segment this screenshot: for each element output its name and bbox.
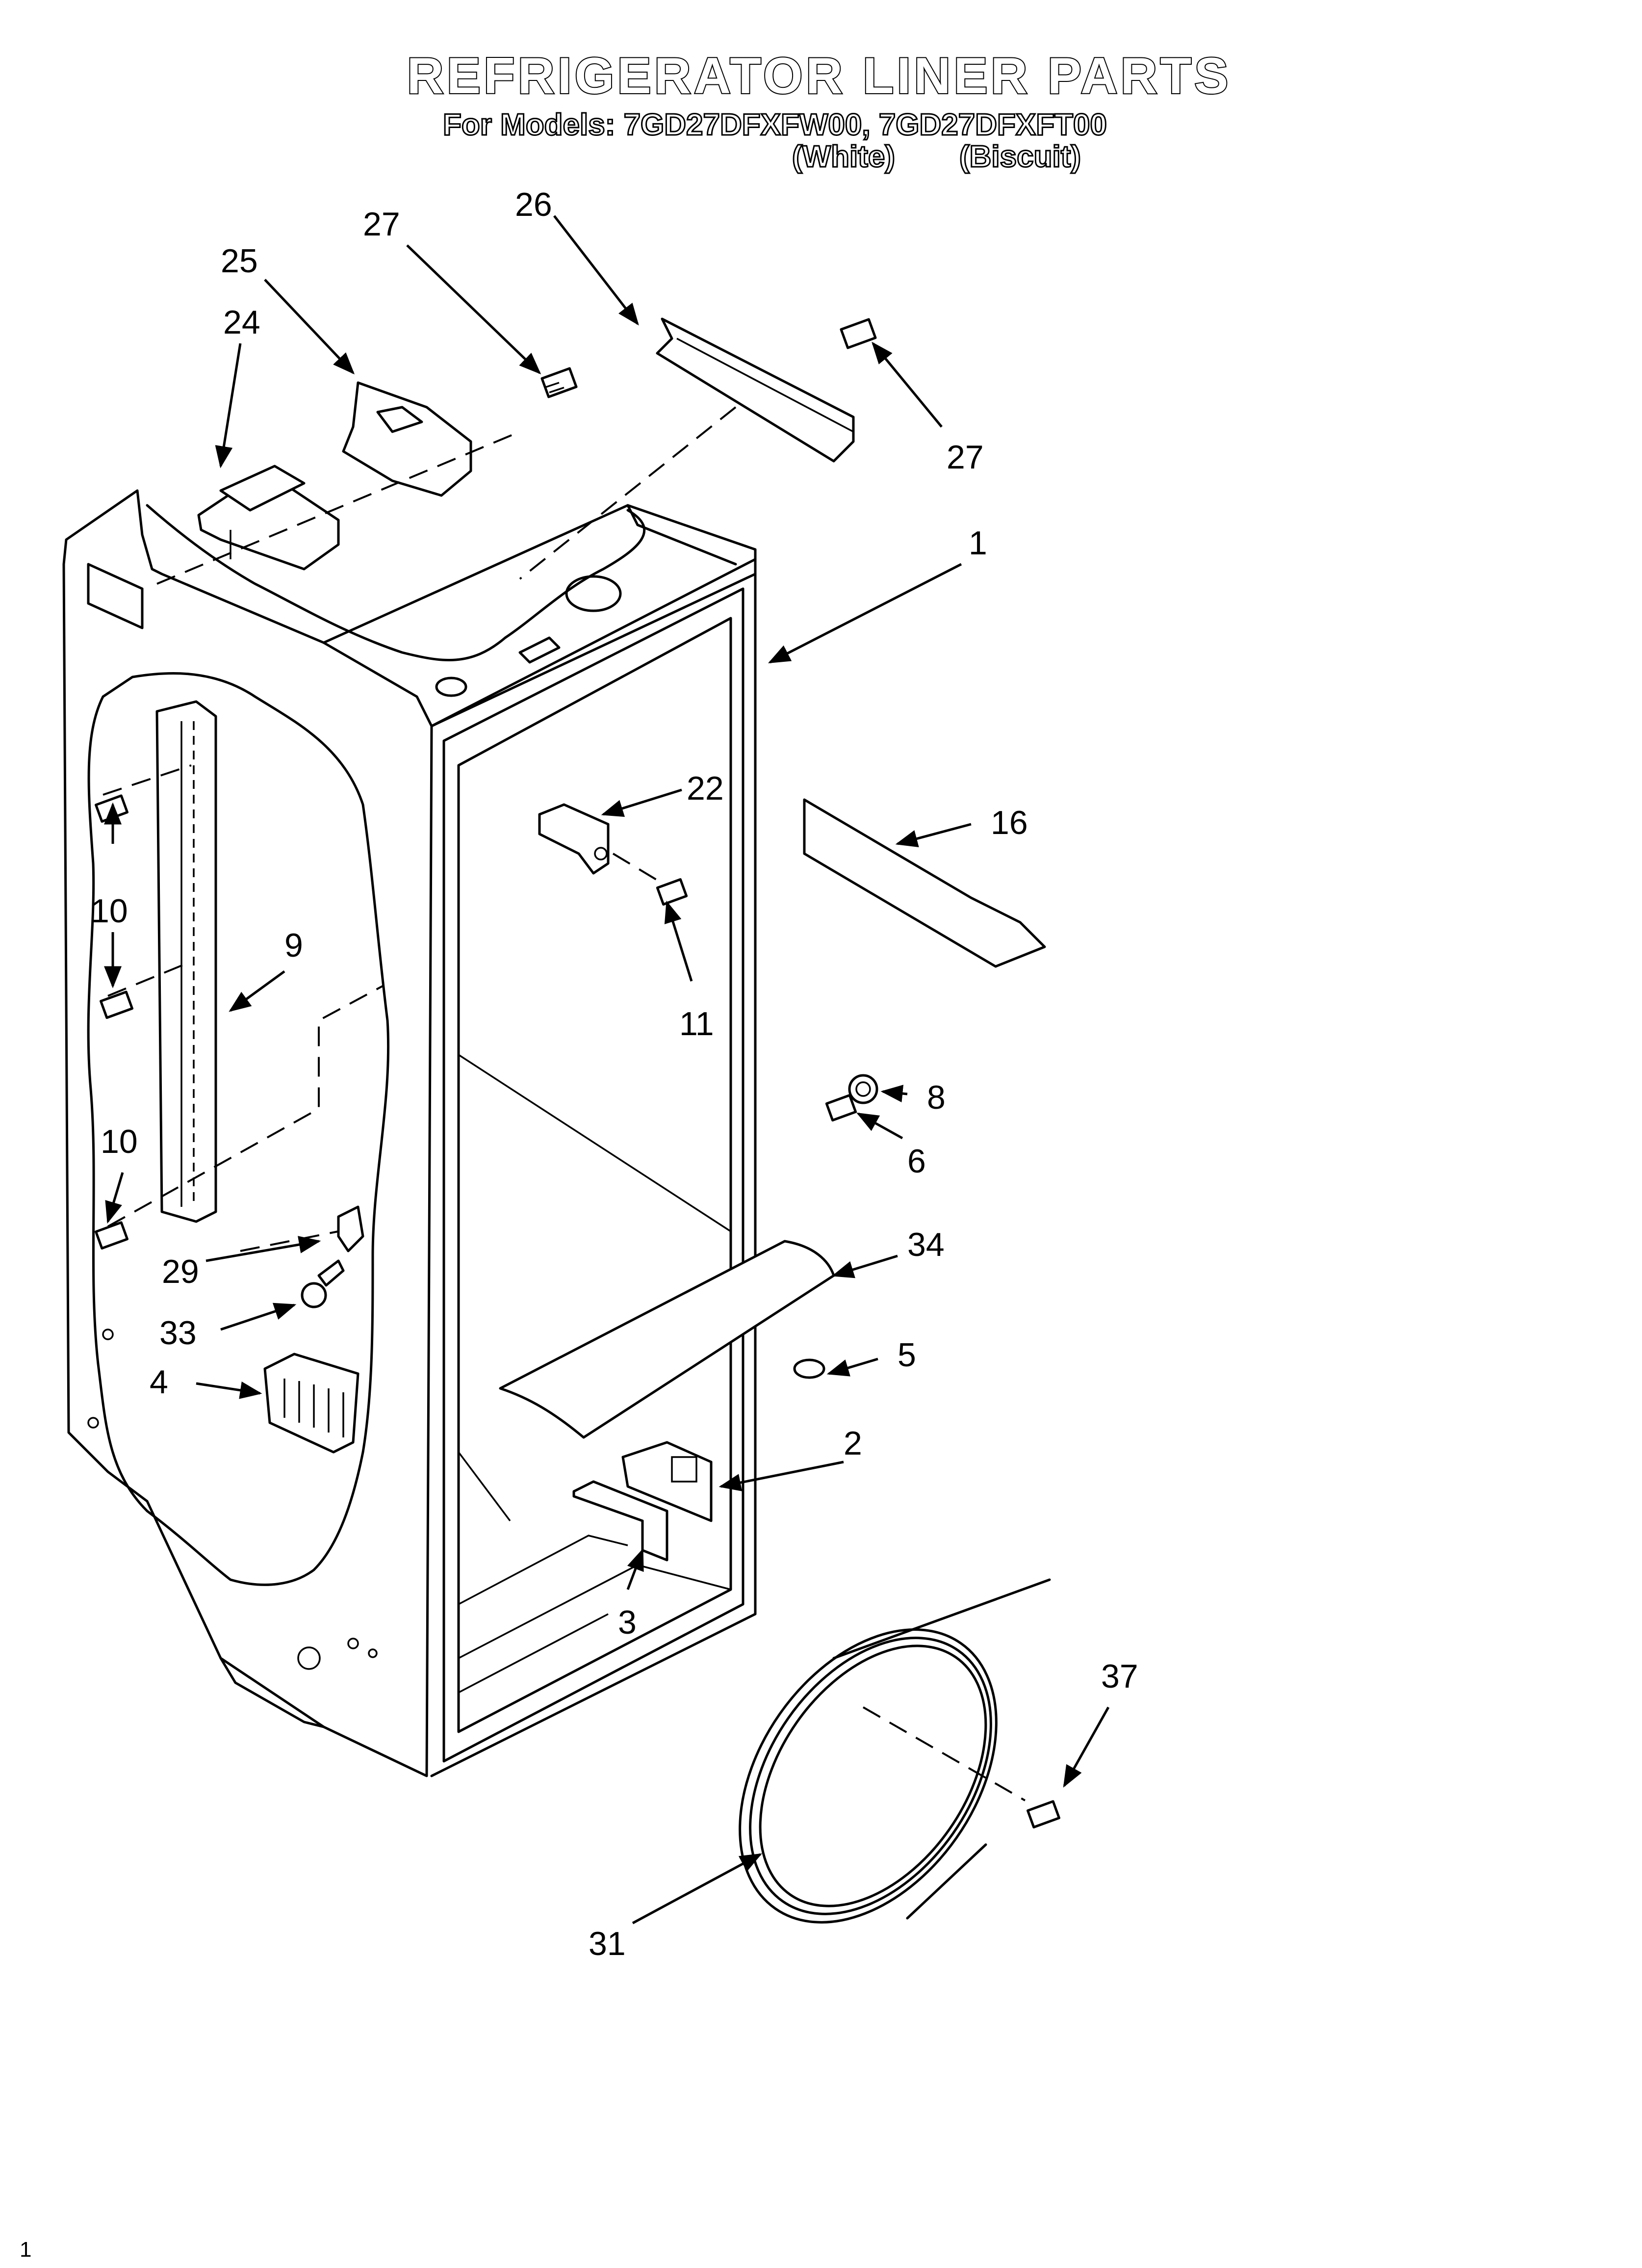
callout-6: 6 bbox=[907, 1143, 926, 1180]
callout-4: 4 bbox=[150, 1363, 168, 1401]
cabinet-liner bbox=[62, 489, 757, 1777]
part-37-screw bbox=[1026, 1800, 1061, 1828]
callout-3: 3 bbox=[618, 1604, 637, 1641]
part-5-plug bbox=[793, 1358, 825, 1379]
part-24-control-housing bbox=[197, 465, 340, 571]
color-white-label: (White) bbox=[792, 140, 895, 174]
diagram-title: REFRIGERATOR LINER PARTS bbox=[407, 48, 1232, 104]
part-8-grommet bbox=[848, 1074, 878, 1104]
part-34-cover bbox=[499, 1240, 835, 1439]
color-biscuit-label: (Biscuit) bbox=[959, 140, 1081, 174]
part-16-cover bbox=[803, 798, 1046, 968]
callout-31: 31 bbox=[589, 1925, 626, 1962]
part-4-grille bbox=[263, 1353, 359, 1454]
part-2-bracket bbox=[621, 1441, 713, 1522]
part-26-channel bbox=[656, 317, 855, 463]
callout-22: 22 bbox=[687, 770, 724, 807]
callout-26: 26 bbox=[515, 186, 552, 223]
callout-1: 1 bbox=[969, 524, 987, 562]
callout-10-lower: 10 bbox=[101, 1123, 138, 1160]
part-9-shelf-rail bbox=[155, 700, 217, 1223]
callout-10-upper: 10 bbox=[91, 892, 128, 930]
callout-9: 9 bbox=[284, 927, 303, 964]
callout-29: 29 bbox=[162, 1253, 199, 1290]
guide-lines bbox=[103, 406, 1026, 1801]
callout-27-left: 27 bbox=[363, 206, 400, 243]
part-10-screw-lower bbox=[95, 1221, 129, 1250]
part-31-tubing bbox=[739, 1578, 1051, 1924]
part-22-bracket bbox=[538, 803, 610, 875]
callout-16: 16 bbox=[991, 804, 1028, 841]
part-6-screw bbox=[825, 1094, 857, 1121]
part-29-clip bbox=[337, 1205, 364, 1252]
page-number: 1 bbox=[20, 2238, 31, 2262]
models-line: For Models: 7GD27DFXFW00, 7GD27DFXFT00 bbox=[443, 108, 1107, 142]
callout-labels: 1 2 3 4 5 6 8 9 10 10 11 16 22 24 25 26 … bbox=[91, 186, 1138, 1962]
part-10-screw-middle bbox=[100, 991, 134, 1019]
part-27-screw-right bbox=[840, 318, 877, 349]
callout-34: 34 bbox=[907, 1226, 945, 1263]
part-25-bracket bbox=[342, 381, 472, 497]
callout-8: 8 bbox=[927, 1079, 946, 1116]
callout-5: 5 bbox=[898, 1336, 916, 1374]
part-11-screw bbox=[656, 878, 688, 906]
part-27-screw-left bbox=[540, 367, 578, 398]
callout-24: 24 bbox=[223, 304, 260, 341]
part-33-bulb bbox=[301, 1259, 345, 1308]
callout-2: 2 bbox=[844, 1425, 862, 1462]
callout-37: 37 bbox=[1101, 1658, 1138, 1695]
callout-33: 33 bbox=[159, 1314, 197, 1352]
callout-27-right: 27 bbox=[947, 439, 984, 476]
leader-lines bbox=[104, 215, 1110, 1925]
part-3-bracket bbox=[572, 1480, 668, 1562]
callout-25: 25 bbox=[221, 242, 258, 280]
callout-11: 11 bbox=[679, 1005, 714, 1043]
